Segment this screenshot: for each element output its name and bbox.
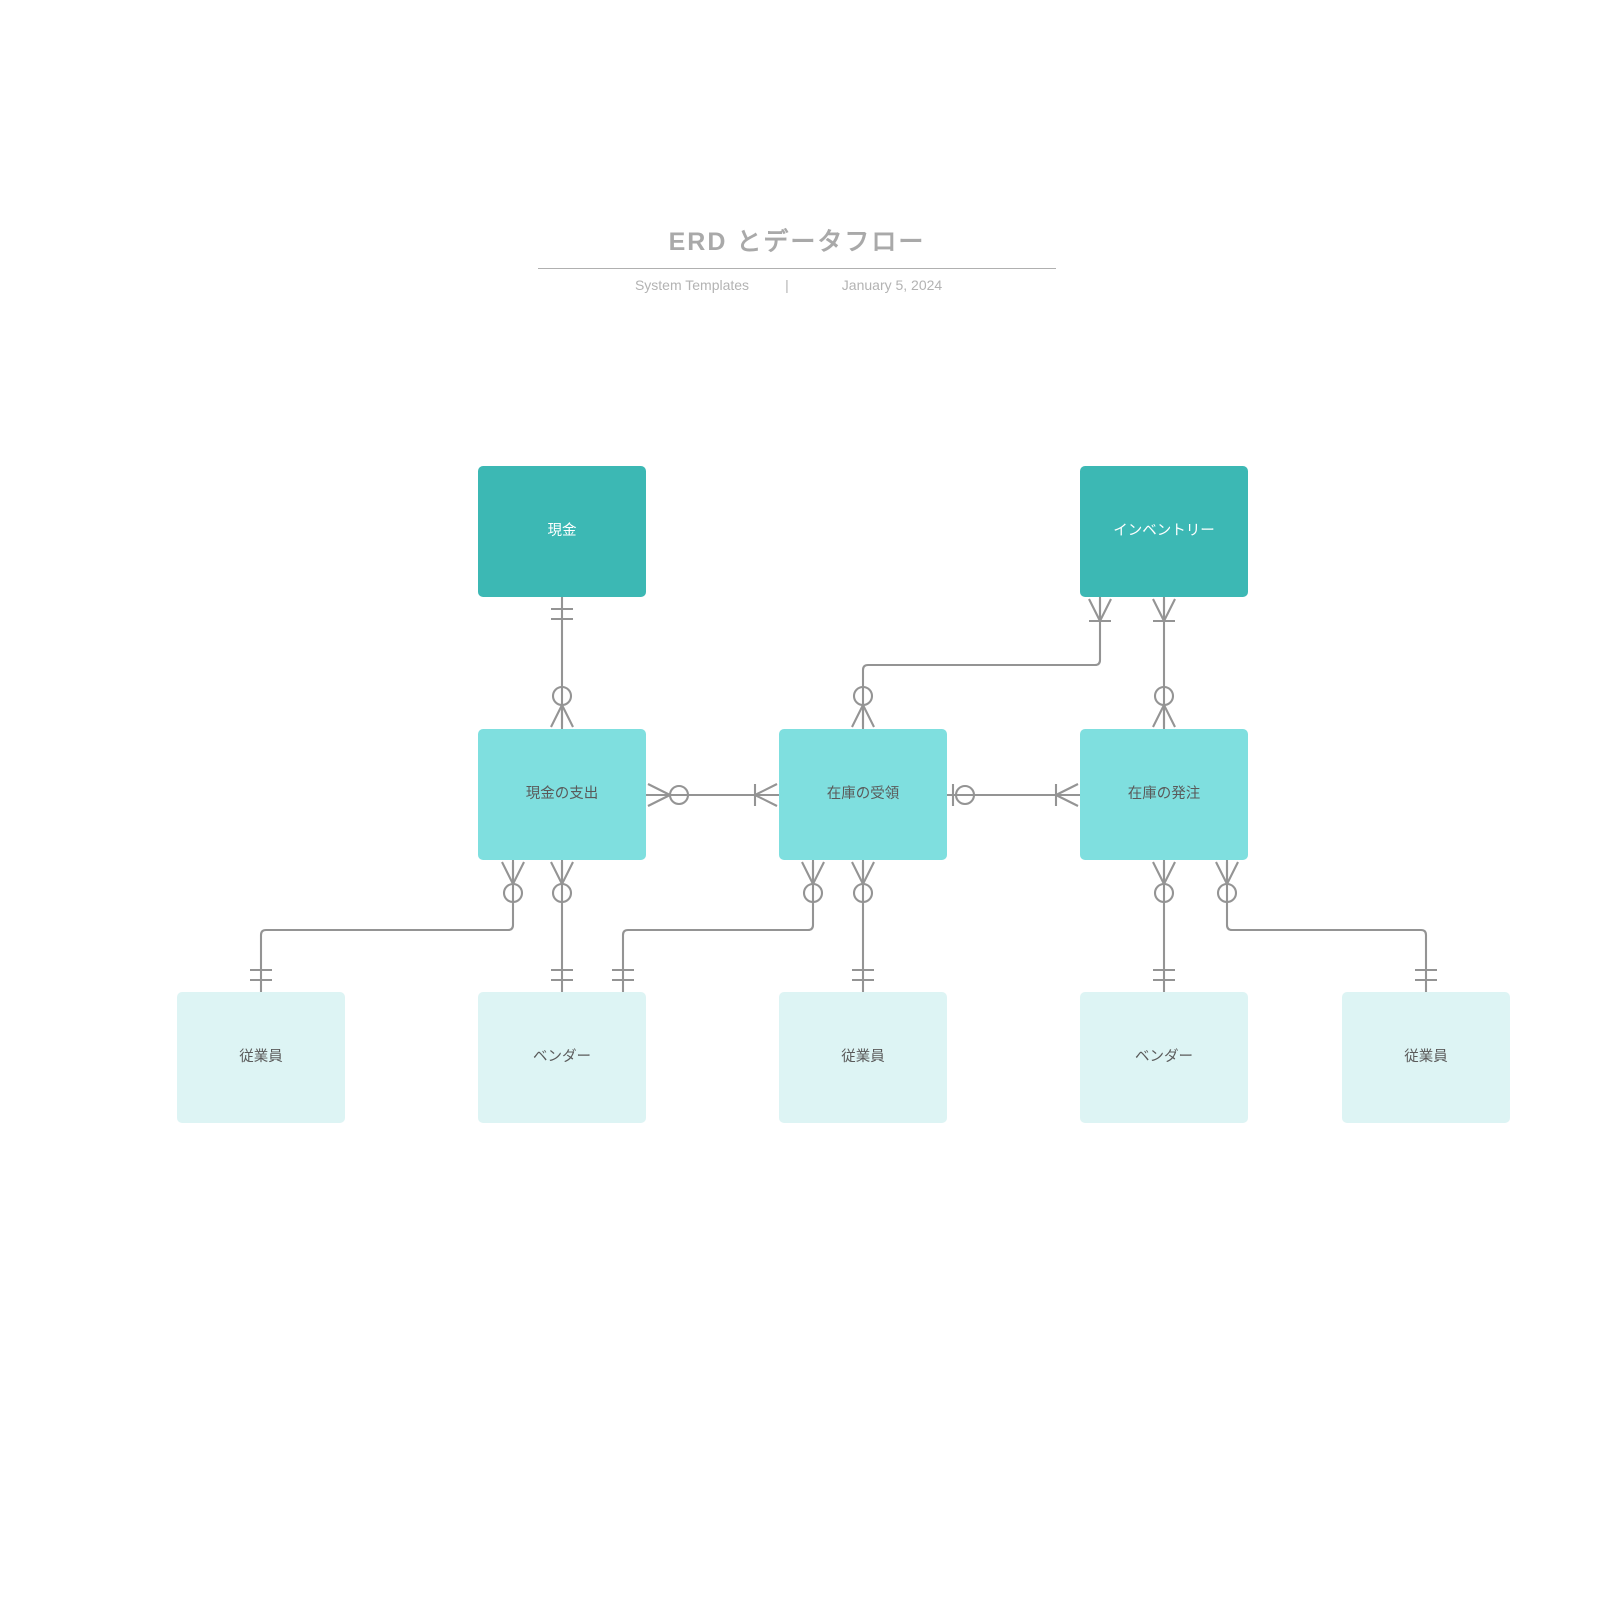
cardinality-circle-icon xyxy=(802,882,824,904)
edge-inventory-to-inv_receipt xyxy=(851,597,1112,729)
entity-node-inventory[interactable]: インベントリー xyxy=(1080,466,1248,597)
crows-foot-icon xyxy=(647,794,671,807)
entity-node-inv_receipt[interactable]: 在庫の受領 xyxy=(779,729,947,860)
cardinality-circle-icon xyxy=(852,882,874,904)
edge-line xyxy=(621,860,815,992)
header-source: System Templates xyxy=(634,276,750,293)
edge-inv_receipt-to-employee_2 xyxy=(851,860,875,992)
crows-foot-icon xyxy=(1152,861,1165,885)
crows-foot-icon xyxy=(561,704,574,728)
cardinality-circle-icon xyxy=(852,685,874,707)
crows-foot-icon xyxy=(812,861,825,885)
entity-label: インベントリー xyxy=(1113,523,1215,540)
edge-cash_disb-to-vendor_1 xyxy=(550,860,574,992)
crows-foot-icon xyxy=(1152,598,1165,622)
edge-cash_disb-to-inv_receipt xyxy=(646,783,779,807)
entity-label: 従業員 xyxy=(239,1049,283,1066)
crows-foot-icon xyxy=(851,861,864,885)
edge-line xyxy=(861,597,1102,729)
crows-foot-icon xyxy=(1152,704,1165,728)
edge-cash-to-cash_disb xyxy=(550,597,574,729)
edge-inv_receipt-to-vendor_1 xyxy=(612,860,825,992)
cardinality-circle-icon xyxy=(668,784,690,806)
header-divider xyxy=(538,267,1056,269)
edge-inv_order-to-employee_3 xyxy=(1215,860,1437,992)
crows-foot-icon xyxy=(512,861,525,885)
edge-line xyxy=(1225,860,1428,992)
cardinality-circle-icon xyxy=(1153,685,1175,707)
entity-node-inv_order[interactable]: 在庫の発注 xyxy=(1080,729,1248,860)
entity-label: 従業員 xyxy=(841,1049,885,1066)
crows-foot-icon xyxy=(1099,598,1112,622)
cardinality-circle-icon xyxy=(502,882,524,904)
crows-foot-icon xyxy=(1055,783,1079,796)
entity-label: 現金 xyxy=(547,523,577,540)
cardinality-circle-icon xyxy=(551,685,573,707)
crows-foot-icon xyxy=(1055,794,1079,807)
entity-label: ベンダー xyxy=(1135,1049,1193,1066)
entity-node-employee_1[interactable]: 従業員 xyxy=(177,992,345,1123)
crows-foot-icon xyxy=(851,704,864,728)
crows-foot-icon xyxy=(501,861,514,885)
crows-foot-icon xyxy=(754,794,778,807)
crows-foot-icon xyxy=(754,783,778,796)
crows-foot-icon xyxy=(550,704,563,728)
cardinality-circle-icon xyxy=(551,882,573,904)
entity-node-employee_2[interactable]: 従業員 xyxy=(779,992,947,1123)
header-date: January 5, 2024 xyxy=(841,276,943,293)
header-separator: | xyxy=(785,276,789,293)
crows-foot-icon xyxy=(1163,704,1176,728)
cardinality-circle-icon xyxy=(954,784,976,806)
entity-node-vendor_1[interactable]: ベンダー xyxy=(478,992,646,1123)
diagram-header: ERD とデータフロー System Templates | January 5… xyxy=(538,226,1056,293)
entity-label: 従業員 xyxy=(1404,1049,1448,1066)
entity-label: ベンダー xyxy=(533,1049,591,1066)
entity-label: 在庫の発注 xyxy=(1127,786,1201,803)
entity-label: 在庫の受領 xyxy=(826,786,900,803)
crows-foot-icon xyxy=(1215,861,1228,885)
edge-line xyxy=(259,860,515,992)
entity-node-employee_3[interactable]: 従業員 xyxy=(1342,992,1510,1123)
edge-inventory-to-inv_order xyxy=(1152,597,1176,729)
crows-foot-icon xyxy=(1088,598,1101,622)
edge-inv_order-to-vendor_2 xyxy=(1152,860,1176,992)
crows-foot-icon xyxy=(647,783,671,796)
crows-foot-icon xyxy=(801,861,814,885)
header-meta: System Templates | January 5, 2024 xyxy=(538,269,1056,293)
entity-node-cash_disb[interactable]: 現金の支出 xyxy=(478,729,646,860)
entity-label: 現金の支出 xyxy=(525,786,599,803)
entity-node-vendor_2[interactable]: ベンダー xyxy=(1080,992,1248,1123)
crows-foot-icon xyxy=(550,861,563,885)
page-title: ERD とデータフロー xyxy=(668,228,926,256)
crows-foot-icon xyxy=(862,704,875,728)
crows-foot-icon xyxy=(561,861,574,885)
crows-foot-icon xyxy=(1163,598,1176,622)
entity-node-cash[interactable]: 現金 xyxy=(478,466,646,597)
edge-inv_receipt-to-inv_order xyxy=(947,783,1080,807)
edge-cash_disb-to-employee_1 xyxy=(250,860,525,992)
crows-foot-icon xyxy=(1163,861,1176,885)
crows-foot-icon xyxy=(1226,861,1239,885)
cardinality-circle-icon xyxy=(1216,882,1238,904)
cardinality-circle-icon xyxy=(1153,882,1175,904)
crows-foot-icon xyxy=(862,861,875,885)
